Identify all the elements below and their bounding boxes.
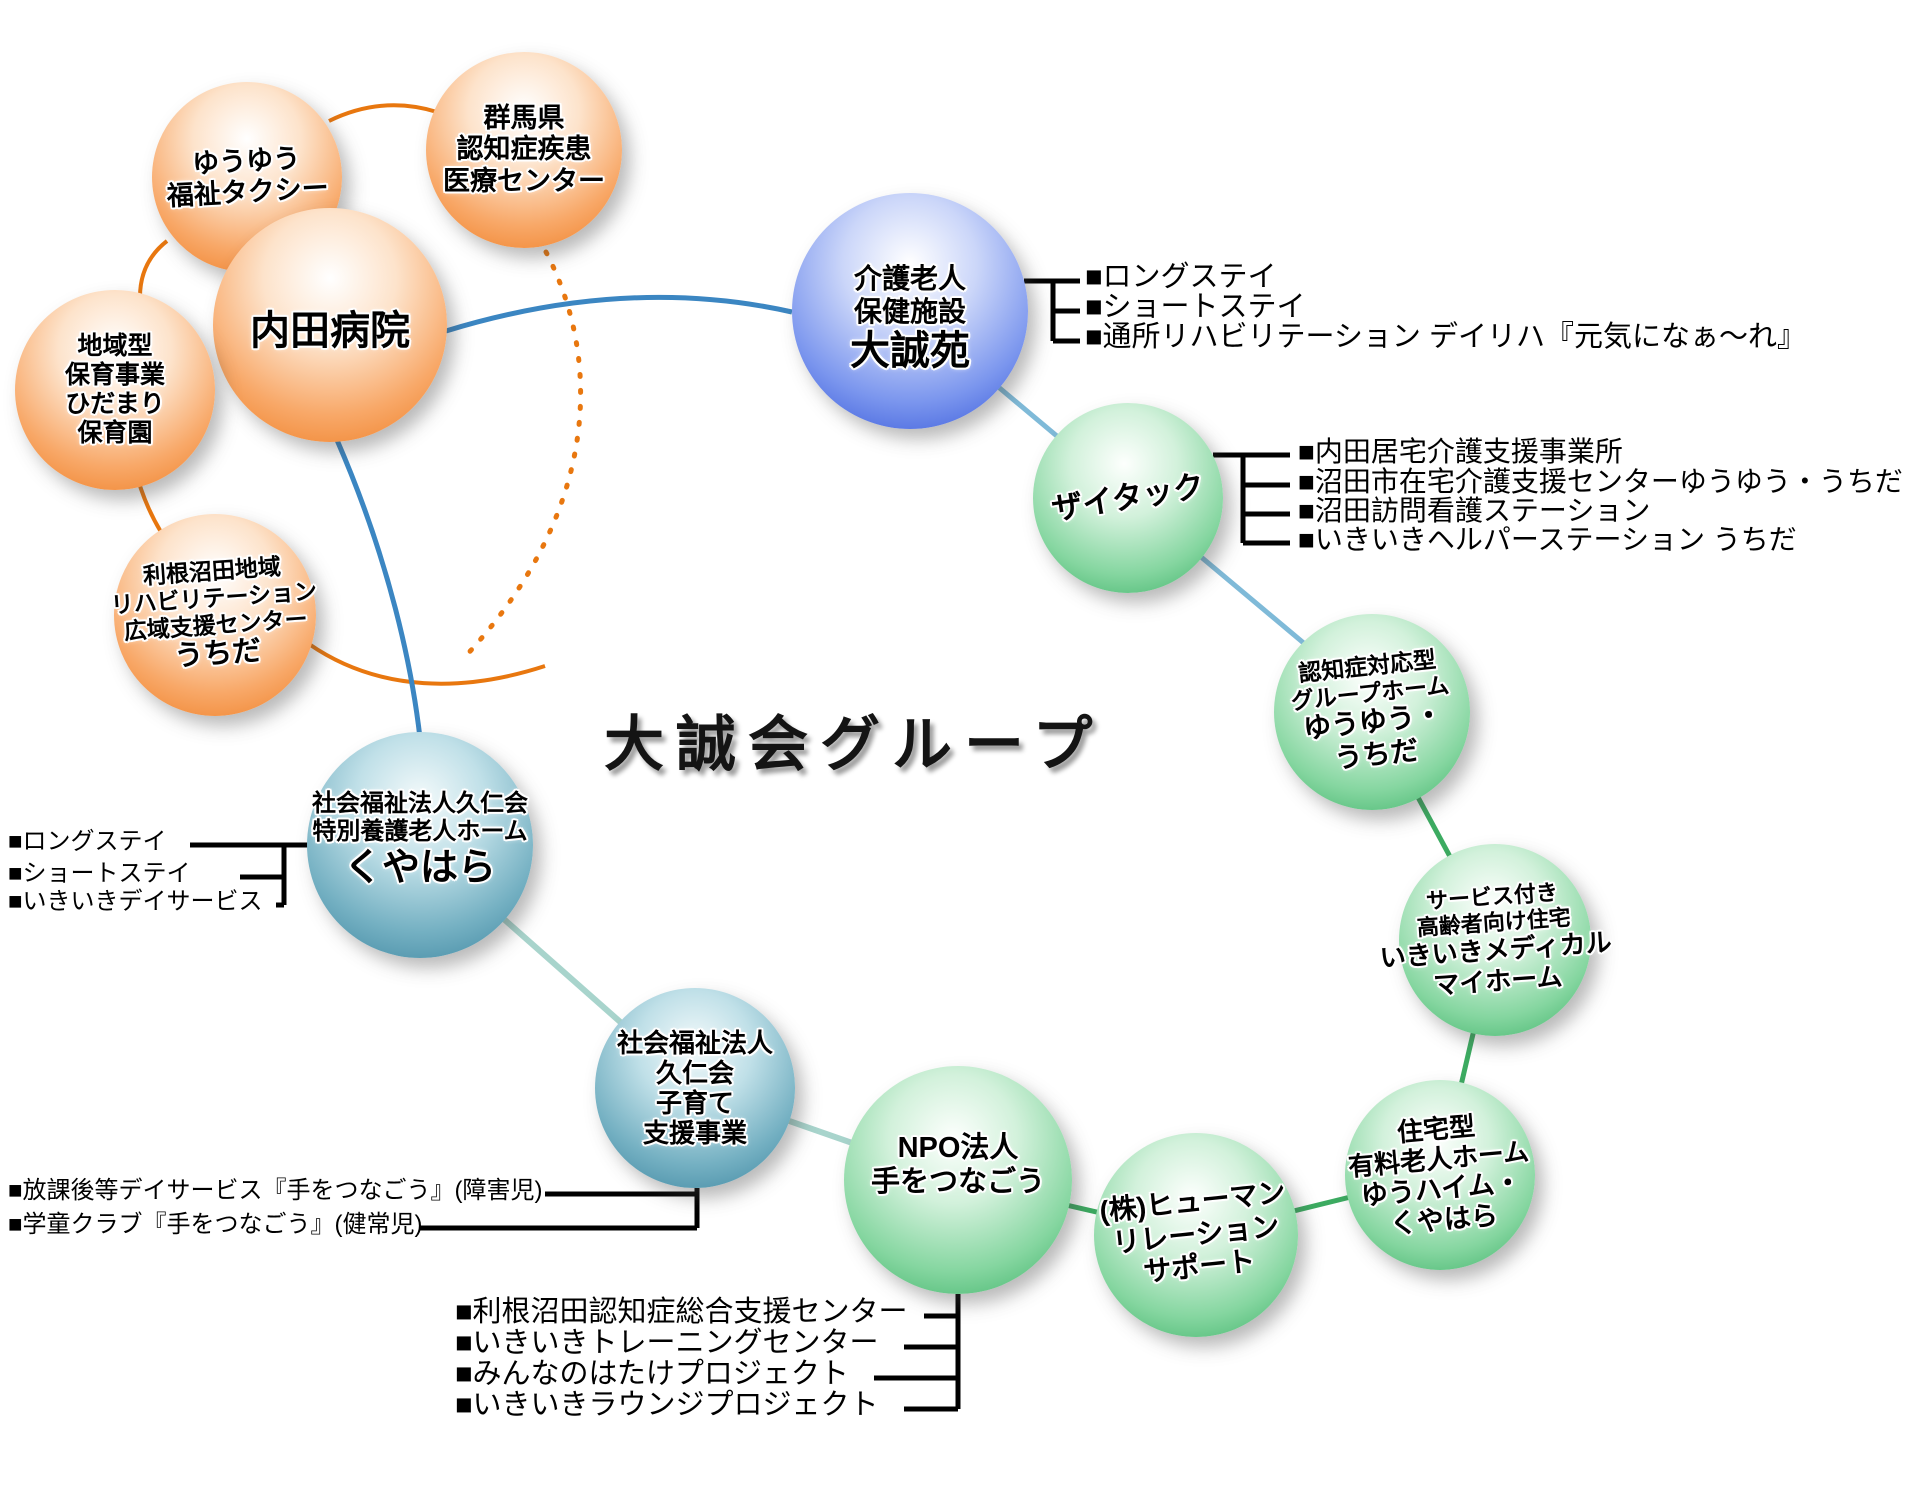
group-home-yuyu-uchida-circle: 認知症対応型グループホームゆうゆう・うちだ (1274, 614, 1470, 810)
npo-services-item: ■みんなのはたけプロジェクト (455, 1358, 849, 1391)
kuyahara-home-circle: 社会福祉法人久仁会特別養護老人ホームくやはら (307, 732, 533, 958)
npo-tewotsunagou-label: NPO法人手をつなごう (844, 1052, 1072, 1280)
yu-heim-kuyahara-label: 住宅型有料老人ホームゆうハイム・くやはら (1337, 1072, 1543, 1278)
kosodate-shien-label-line: 支援事業 (642, 1118, 747, 1149)
ikiiki-medical-myhome-circle: サービス付き高齢者向け住宅いきいきメディカルマイホーム (1379, 844, 1613, 1036)
zaitac-services-item: ■内田居宅介護支援事業所 (1298, 435, 1623, 467)
kuyahara-home-label: 社会福祉法人久仁会特別養護老人ホームくやはら (307, 727, 533, 953)
npo-tewotsunagou-circle: NPO法人手をつなごう (844, 1066, 1072, 1294)
taiseien-label-line: 大誠苑 (850, 329, 970, 374)
zaitac-label-line: ザイタック (1049, 468, 1207, 527)
hidamari-nursery-label-line: ひだまり (65, 390, 165, 418)
human-relation-support-circle: (株)ヒューマンリレーションサポート (1094, 1133, 1298, 1337)
kuyahara-services-item: ■ロングステイ (8, 828, 167, 856)
tonenumata-rehab-center-label: 利根沼田地域リハビリテーション広域支援センターうちだ (107, 507, 323, 723)
yuyu-taxi-label-line: 福祉タクシー (166, 172, 330, 212)
taiseien-services-item: ■ショートステイ (1085, 291, 1306, 324)
uchida-hospital-label-line: 内田病院 (250, 308, 410, 353)
human-relation-support-label: (株)ヒューマンリレーションサポート (1084, 1123, 1308, 1347)
taiseien-label-line: 保健施設 (853, 295, 966, 327)
hidamari-nursery-label-line: 保育事業 (64, 361, 165, 389)
kuyahara-home-label-line: くやはら (343, 846, 496, 889)
kuyahara-services-item: ■いきいきデイサービス (8, 888, 263, 916)
connector-npo-services (874, 1294, 961, 1412)
gunma-dementia-center-label-line: 医療センター (443, 165, 605, 196)
edge-rehab-arc (307, 642, 546, 686)
edge-hospital-taiseien (445, 294, 793, 334)
gunma-dementia-center-label-line: 群馬県 (483, 103, 565, 134)
kosodate-shien-label-line: 社会福祉法人 (616, 1027, 773, 1058)
hidamari-nursery-label-line: 地域型 (77, 332, 153, 360)
kosodate-shien-label-line: 子育て (655, 1088, 734, 1118)
zaitac-label: ザイタック (1019, 389, 1236, 606)
gunma-dementia-center-label-line: 認知症疾患 (456, 134, 592, 165)
hidamari-nursery-label: 地域型保育事業ひだまり保育園 (15, 290, 215, 490)
yu-heim-kuyahara-circle: 住宅型有料老人ホームゆうハイム・くやはら (1345, 1080, 1535, 1270)
npo-services-item: ■利根沼田認知症総合支援センター (455, 1296, 908, 1329)
uchida-hospital-label: 内田病院 (213, 214, 447, 448)
zaitac-services-item: ■沼田市在宅介護支援センターゆうゆう・うちだ (1298, 465, 1903, 497)
npo-services-item: ■いきいきラウンジプロジェクト (455, 1389, 879, 1422)
taiseien-label-line: 介護老人 (853, 263, 966, 295)
taiseien-services-item: ■ロングステイ (1085, 261, 1277, 294)
zaitac-services-item: ■沼田訪問看護ステーション (1298, 494, 1651, 526)
kuyahara-home-label-line: 社会福祉法人久仁会 (312, 790, 528, 818)
kosodate-shien-label: 社会福祉法人久仁会子育て支援事業 (595, 988, 795, 1188)
hidamari-nursery-circle: 地域型保育事業ひだまり保育園 (15, 290, 215, 490)
taiseien-services-item: ■通所リハビリテーション デイリハ『元気になぁ〜れ』 (1085, 321, 1806, 354)
zaitac-services-item: ■いきいきヘルパーステーション うちだ (1298, 523, 1797, 555)
diagram-title: 大誠会グループ (604, 711, 1105, 778)
connector-kuyahara-services (190, 842, 309, 908)
gunma-dementia-center-label: 群馬県認知症疾患医療センター (426, 52, 622, 248)
kuyahara-services-item: ■ショートステイ (8, 860, 191, 888)
npo-tewotsunagou-label-line: 手をつなごう (870, 1166, 1045, 1198)
kuyahara-home-label-line: 特別養護老人ホーム (312, 817, 528, 845)
ikiiki-medical-myhome-label: サービス付き高齢者向け住宅いきいきメディカルマイホーム (1379, 838, 1613, 1043)
gunma-dementia-center-circle: 群馬県認知症疾患医療センター (426, 52, 622, 248)
taiseien-label: 介護老人保健施設大誠苑 (792, 201, 1028, 437)
group-home-yuyu-uchida-label: 認知症対応型グループホームゆうゆう・うちだ (1264, 604, 1479, 819)
edge-hospital-kuyahara (334, 439, 423, 739)
zaitac-circle: ザイタック (1033, 403, 1223, 593)
connector-kosodate-services (420, 1188, 700, 1231)
tonenumata-rehab-center-circle: 利根沼田地域リハビリテーション広域支援センターうちだ (110, 514, 318, 716)
taiseien-circle: 介護老人保健施設大誠苑 (792, 193, 1028, 429)
kosodate-shien-label-line: 久仁会 (655, 1057, 734, 1088)
tonenumata-rehab-center-label-line: うちだ (173, 635, 263, 674)
kosodate-services-item: ■学童クラブ『手をつなごう』(健常児) (8, 1211, 423, 1239)
edge-dashed-arc (459, 249, 584, 663)
hidamari-nursery-label-line: 保育園 (77, 419, 153, 447)
connector-taiseien-services (1024, 278, 1080, 344)
connector-zaitac-services (1213, 452, 1290, 546)
npo-tewotsunagou-label-line: NPO法人 (897, 1132, 1019, 1165)
kosodate-shien-circle: 社会福祉法人久仁会子育て支援事業 (595, 988, 795, 1188)
edge-taxi-gunma (328, 103, 438, 123)
kosodate-services-item: ■放課後等デイサービス『手をつなごう』(障害児) (8, 1177, 543, 1205)
npo-services-item: ■いきいきトレーニングセンター (455, 1327, 879, 1360)
uchida-hospital-circle: 内田病院 (213, 208, 447, 442)
edge-taxi-hidamari (138, 239, 169, 298)
